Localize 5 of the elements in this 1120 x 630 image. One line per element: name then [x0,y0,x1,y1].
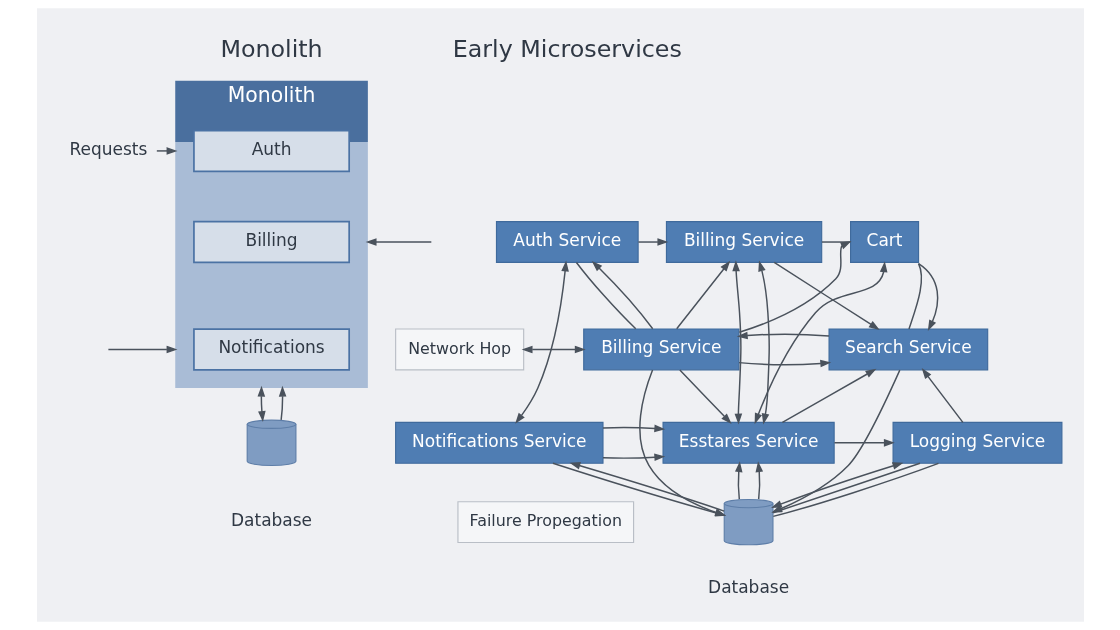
node-text: Requests [68,138,147,159]
label: Early Microservices [452,35,682,64]
node-label: Database [230,510,312,531]
label: Monolith [219,35,323,64]
node-label: Database [707,576,789,597]
